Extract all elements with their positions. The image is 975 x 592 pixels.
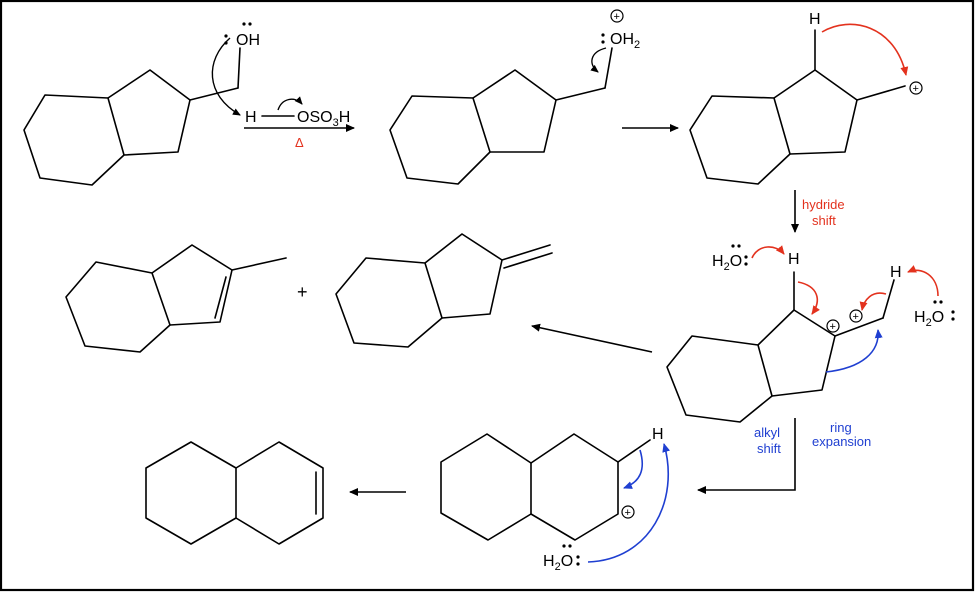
lone-pair-dot <box>731 244 735 248</box>
curved-arrow-water-right <box>907 265 939 297</box>
water-bottom: H2O <box>543 544 580 573</box>
charge-label: + <box>614 11 620 23</box>
lone-pair-dot <box>951 317 955 321</box>
h-label: H <box>652 426 664 443</box>
lone-pair-dot <box>576 562 580 566</box>
curved-arrow-bond-to-o <box>277 96 303 111</box>
ch2-h-bond <box>882 279 895 319</box>
water-right: H2O <box>914 300 955 329</box>
lone-pair-dot <box>248 22 252 26</box>
lone-pair-dot <box>744 255 748 259</box>
charge-label: + <box>830 321 836 333</box>
curved-arrow-o-to-h <box>211 37 241 116</box>
oh-label: OH <box>236 32 260 49</box>
hydroxyl-group: OH <box>224 22 260 49</box>
ch2-bond <box>856 85 906 101</box>
h-label: H <box>809 11 821 28</box>
lone-pair-dot <box>224 34 228 38</box>
positive-charge-icon <box>849 309 863 323</box>
water-left: H2O <box>712 244 748 273</box>
exocyclic-double-bond-line <box>503 252 553 269</box>
curved-arrow-leaving-water <box>590 47 607 73</box>
cyclohexene-ring-right <box>235 441 324 545</box>
ch2-bond <box>189 87 239 101</box>
h2o-label: H2O <box>914 309 944 329</box>
curved-arrow-water-left <box>751 245 785 259</box>
positive-charge-icon <box>826 319 840 333</box>
oh2-label: OH2 <box>610 31 640 51</box>
sulfuric-acid: H OSO3H <box>245 109 350 129</box>
lone-pair-dot <box>576 555 580 559</box>
c-o-bond <box>237 47 241 89</box>
hydride-shift-label-line1: hydride <box>802 197 845 212</box>
octalin-product <box>145 441 324 545</box>
heat-label: Δ <box>295 135 304 150</box>
ch2-bond <box>834 317 884 337</box>
oxonium-group: OH2 + <box>601 9 640 51</box>
ring-expansion-label-line2: expansion <box>812 434 871 449</box>
positive-charge-icon <box>909 81 923 95</box>
alkene-product-1 <box>65 244 287 353</box>
charge-label: + <box>853 311 859 323</box>
curved-arrow-ring-expansion <box>825 329 883 373</box>
c-o-bond <box>604 47 613 89</box>
h-label: H <box>890 264 902 281</box>
lone-pair-dot <box>568 544 572 548</box>
methyl-bond <box>231 257 287 271</box>
positive-charge-icon <box>610 9 624 23</box>
exocyclic-double-bond <box>501 244 551 261</box>
lone-pair-dot <box>737 244 741 248</box>
lone-pair-dot <box>601 33 605 37</box>
curved-arrow-water-bottom <box>587 443 671 563</box>
h-label: H <box>788 251 800 268</box>
plus-sign: + <box>297 282 308 302</box>
elimination-arrow <box>531 323 653 353</box>
lone-pair-dot <box>601 40 605 44</box>
double-bond-line <box>214 276 227 319</box>
decalin-carbocation-molecule: H + <box>440 426 664 541</box>
hydride-shift-label-line2: shift <box>812 213 836 228</box>
tertiary-carbocation-molecule: H H + + <box>666 251 902 423</box>
alkyl-shift-label-line2: shift <box>757 441 781 456</box>
curved-arrow-ch-bond <box>797 281 820 315</box>
ch2-bond <box>555 87 606 101</box>
lone-pair-dot <box>933 300 937 304</box>
oxonium-molecule <box>389 47 613 185</box>
alkyl-shift-arrow <box>697 418 796 494</box>
h2o-label: H2O <box>543 553 573 573</box>
h-label: H <box>245 109 257 126</box>
positive-charge-icon <box>621 505 635 519</box>
charge-label: + <box>913 83 919 95</box>
primary-carbocation-molecule: H + <box>689 11 923 185</box>
h2o-label: H2O <box>712 253 742 273</box>
lone-pair-dot <box>939 300 943 304</box>
lone-pair-dot <box>562 544 566 548</box>
cyclohexane-ring-right <box>530 433 619 541</box>
alkyl-shift-label-line1: alkyl <box>754 425 780 440</box>
curved-arrow-ch-bond-blue <box>623 449 644 489</box>
lone-pair-dot <box>951 310 955 314</box>
alkene-product-2 <box>335 233 553 348</box>
c-h-bond <box>617 439 651 463</box>
starting-alcohol-molecule <box>23 47 241 186</box>
charge-label: + <box>625 507 631 519</box>
lone-pair-dot <box>744 262 748 266</box>
oso3h-label: OSO3H <box>297 109 350 129</box>
curved-arrow-ch2-bond <box>859 292 887 311</box>
curved-arrow-hydride <box>821 23 909 76</box>
lone-pair-dot <box>242 22 246 26</box>
ring-expansion-label-line1: ring <box>830 420 852 435</box>
